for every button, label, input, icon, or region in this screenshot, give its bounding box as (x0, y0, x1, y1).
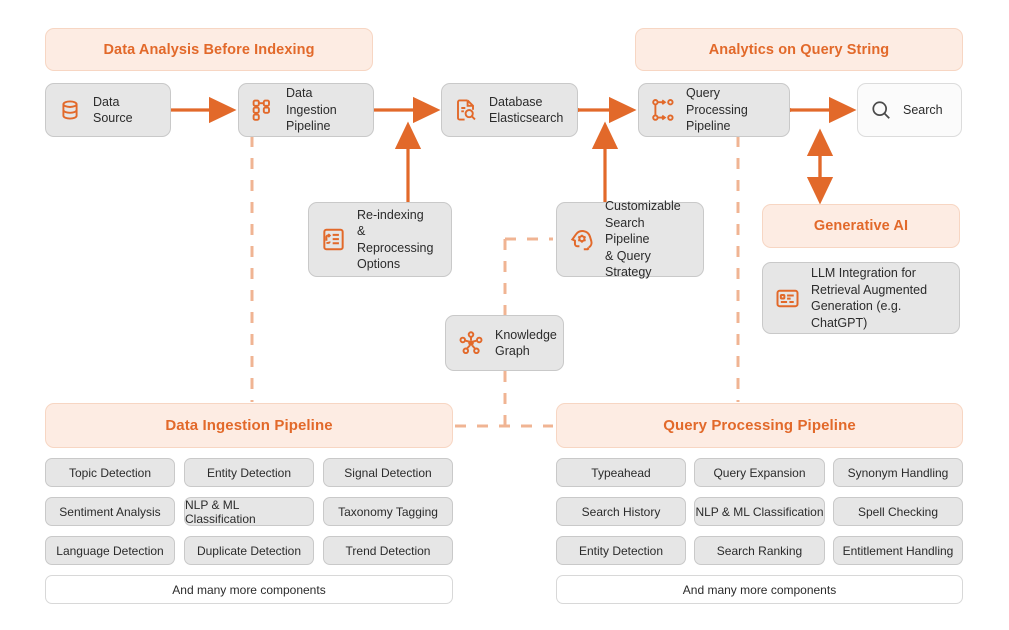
pill-label: NLP & ML Classification (185, 497, 256, 526)
line-1: Query Processing (686, 86, 748, 117)
pill-label: Topic Detection (68, 465, 152, 480)
pill-query-2[interactable]: Synonym Handling (833, 458, 963, 487)
pill-ingestion-8[interactable]: Trend Detection (323, 536, 453, 565)
node-customizable-search-pipeline[interactable]: Customizable Search Pipeline & Query Str… (556, 199, 704, 279)
pill-query-7[interactable]: Search Ranking (694, 536, 825, 565)
graph-nodes-icon (458, 330, 484, 356)
line-1: Data Ingestion (286, 86, 337, 117)
pill-ingestion-0[interactable]: Topic Detection (45, 458, 175, 487)
node-search[interactable]: Search (857, 83, 962, 137)
line-1: Knowledge (495, 327, 557, 342)
node-database-elasticsearch[interactable]: Database Elasticsearch (441, 83, 578, 137)
node-data-source[interactable]: Data Source (45, 83, 171, 137)
node-query-processing-pipeline-label: Query Processing Pipeline (686, 85, 777, 135)
pill-query-1[interactable]: Query Expansion (694, 458, 825, 487)
pill-label: Sentiment Analysis (59, 504, 161, 519)
banner-generative-ai: Generative AI (762, 204, 960, 248)
pill-label: And many more components (682, 582, 837, 597)
pill-ingestion-4[interactable]: NLP & ML Classification (184, 497, 314, 526)
pipeline-nodes-icon (251, 98, 275, 122)
pill-label: Duplicate Detection (196, 543, 302, 558)
database-icon (58, 98, 82, 122)
pill-query-8[interactable]: Entitlement Handling (833, 536, 963, 565)
line-3: Options (357, 257, 401, 271)
line-2: Pipeline (686, 119, 731, 134)
llm-card-icon (775, 286, 800, 311)
banner-query-processing-pipeline: Query Processing Pipeline (556, 403, 963, 448)
node-knowledge-graph[interactable]: Knowledge Graph (445, 315, 564, 371)
brain-gear-icon (569, 227, 594, 252)
line-3: & Query Strategy (605, 248, 652, 280)
pill-label: Synonym Handling (847, 465, 949, 480)
pill-ingestion-7[interactable]: Duplicate Detection (184, 536, 314, 565)
pill-query-5[interactable]: Spell Checking (833, 497, 963, 526)
pill-query-4[interactable]: NLP & ML Classification (694, 497, 825, 526)
pill-label: Typeahead (591, 465, 651, 480)
banner-analytics-query-label: Analytics on Query String (708, 41, 890, 58)
node-search-label: Search (903, 102, 943, 117)
node-llm-integration-label: LLM Integration for Retrieval Augmented … (811, 265, 947, 331)
banner-data-ingestion-label: Data Ingestion Pipeline (165, 417, 333, 434)
branching-flow-icon (651, 98, 675, 122)
pill-ingestion-2[interactable]: Signal Detection (323, 458, 453, 487)
pill-label: Taxonomy Tagging (338, 504, 438, 519)
line-1: Re-indexing (357, 207, 424, 222)
pill-query-more[interactable]: And many more components (556, 575, 963, 604)
line-2: & Reprocessing (357, 224, 434, 255)
line-1: Customizable (605, 199, 681, 214)
node-data-ingestion-pipeline-label: Data Ingestion Pipeline (286, 85, 361, 135)
node-knowledge-graph-label: Knowledge Graph (495, 327, 557, 360)
pill-ingestion-6[interactable]: Language Detection (45, 536, 175, 565)
node-data-ingestion-pipeline[interactable]: Data Ingestion Pipeline (238, 83, 374, 137)
pill-ingestion-1[interactable]: Entity Detection (184, 458, 314, 487)
pill-label: Search History (581, 504, 661, 519)
line-2: Search Pipeline (605, 215, 650, 247)
pill-label: Entity Detection (206, 465, 292, 480)
banner-data-ingestion-pipeline: Data Ingestion Pipeline (45, 403, 453, 448)
pill-query-6[interactable]: Entity Detection (556, 536, 686, 565)
reprocess-document-icon (321, 227, 346, 252)
pill-label: Spell Checking (857, 504, 939, 519)
banner-data-analysis-label: Data Analysis Before Indexing (103, 41, 315, 58)
banner-generative-ai-label: Generative AI (813, 218, 909, 234)
node-data-source-label: Data Source (93, 94, 133, 126)
line-1: LLM Integration for (811, 266, 916, 280)
pill-query-3[interactable]: Search History (556, 497, 686, 526)
banner-analytics-query: Analytics on Query String (635, 28, 963, 71)
pill-label: And many more components (172, 582, 326, 597)
pill-query-0[interactable]: Typeahead (556, 458, 686, 487)
magnifier-icon (870, 99, 892, 121)
pill-ingestion-more[interactable]: And many more components (45, 575, 453, 604)
line-2: Graph (495, 344, 530, 358)
line-2: Pipeline (286, 119, 331, 134)
node-reindexing-options-label: Re-indexing & Reprocessing Options (357, 207, 439, 273)
line-2: Elasticsearch (489, 111, 564, 125)
node-reindexing-options[interactable]: Re-indexing & Reprocessing Options (308, 202, 452, 277)
pill-label: Entity Detection (578, 543, 664, 558)
line-1: Database (489, 94, 543, 109)
pill-label: Trend Detection (345, 543, 431, 558)
node-query-processing-pipeline[interactable]: Query Processing Pipeline (638, 83, 790, 137)
pill-label: Search Ranking (716, 543, 803, 558)
pill-label: Query Expansion (713, 465, 806, 480)
pill-label: Language Detection (56, 543, 164, 558)
node-database-elasticsearch-label: Database Elasticsearch (489, 94, 563, 127)
node-llm-integration[interactable]: LLM Integration for Retrieval Augmented … (762, 262, 960, 334)
banner-data-analysis: Data Analysis Before Indexing (45, 28, 373, 71)
pill-ingestion-3[interactable]: Sentiment Analysis (45, 497, 175, 526)
pill-label: NLP & ML Classification (695, 504, 824, 519)
pill-ingestion-5[interactable]: Taxonomy Tagging (323, 497, 453, 526)
banner-query-processing-label: Query Processing Pipeline (663, 417, 856, 434)
line-2: Retrieval Augmented (811, 282, 928, 297)
document-search-icon (454, 98, 478, 122)
node-customizable-search-pipeline-label: Customizable Search Pipeline & Query Str… (605, 198, 691, 281)
line-3: Generation (e.g. ChatGPT) (811, 299, 902, 330)
pill-label: Signal Detection (344, 465, 432, 480)
pill-label: Entitlement Handling (842, 543, 954, 558)
